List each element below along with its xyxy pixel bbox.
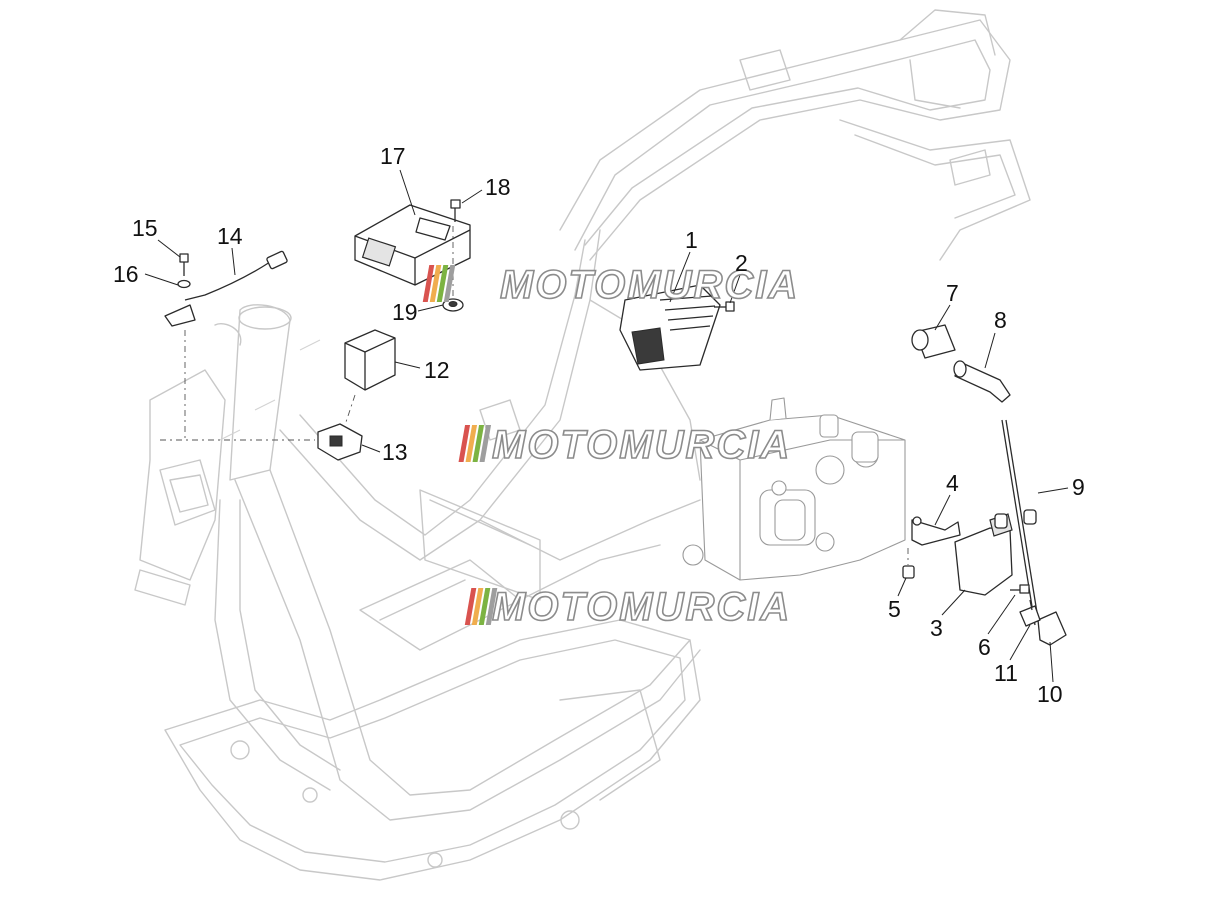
assembly-lines bbox=[160, 226, 909, 565]
callout-8: 8 bbox=[994, 307, 1007, 333]
relay-12 bbox=[344, 329, 396, 391]
spacer-5 bbox=[902, 565, 915, 579]
washer-16 bbox=[177, 279, 191, 289]
watermark-brand: MOTOMURCIA bbox=[492, 585, 791, 629]
bolt-18 bbox=[450, 199, 461, 222]
speed-sensor-3 bbox=[954, 513, 1013, 596]
callout-5: 5 bbox=[888, 596, 901, 622]
fitting-11 bbox=[1019, 599, 1041, 627]
callout-11: 11 bbox=[994, 660, 1018, 686]
callout-6: 6 bbox=[978, 634, 991, 660]
callout-17: 17 bbox=[380, 143, 406, 169]
watermark-bottom: MOTOMURCIA bbox=[464, 584, 791, 630]
watermark-brand: MOTOMURCIA bbox=[500, 263, 799, 307]
abs-hydraulic-unit bbox=[682, 397, 906, 581]
callout-14: 14 bbox=[217, 223, 243, 249]
callout-9: 9 bbox=[1072, 474, 1085, 500]
watermark-top: MOTOMURCIA bbox=[422, 262, 799, 308]
scooter-frame bbox=[134, 9, 1031, 881]
callout-12: 12 bbox=[424, 357, 450, 383]
watermark-middle: MOTOMURCIA bbox=[458, 422, 791, 468]
callout-18: 18 bbox=[485, 174, 511, 200]
cap-7 bbox=[911, 324, 956, 359]
callout-3: 3 bbox=[930, 615, 943, 641]
callout-19: 19 bbox=[392, 299, 418, 325]
callout-10: 10 bbox=[1037, 681, 1063, 707]
callout-15: 15 bbox=[132, 215, 158, 241]
sensor-10 bbox=[1037, 611, 1067, 646]
callout-16: 16 bbox=[113, 261, 139, 287]
callout-labels: 1 2 3 4 5 6 7 8 9 10 11 12 13 14 15 16 1… bbox=[113, 143, 1085, 707]
callout-1: 1 bbox=[685, 227, 698, 253]
sensor-cable-14 bbox=[164, 250, 288, 327]
screw-15 bbox=[179, 253, 189, 276]
relay-holder-13 bbox=[317, 423, 363, 461]
callout-2: 2 bbox=[735, 250, 748, 276]
bolt-6 bbox=[1010, 584, 1030, 594]
leader-lines bbox=[144, 169, 1069, 683]
callout-13: 13 bbox=[382, 439, 408, 465]
watermark-brand: MOTOMURCIA bbox=[492, 423, 791, 467]
bracket-4 bbox=[911, 516, 961, 546]
hose-8 bbox=[953, 360, 1011, 403]
callout-7: 7 bbox=[946, 280, 959, 306]
callout-4: 4 bbox=[946, 470, 959, 496]
ecu-module-1 bbox=[619, 284, 721, 371]
